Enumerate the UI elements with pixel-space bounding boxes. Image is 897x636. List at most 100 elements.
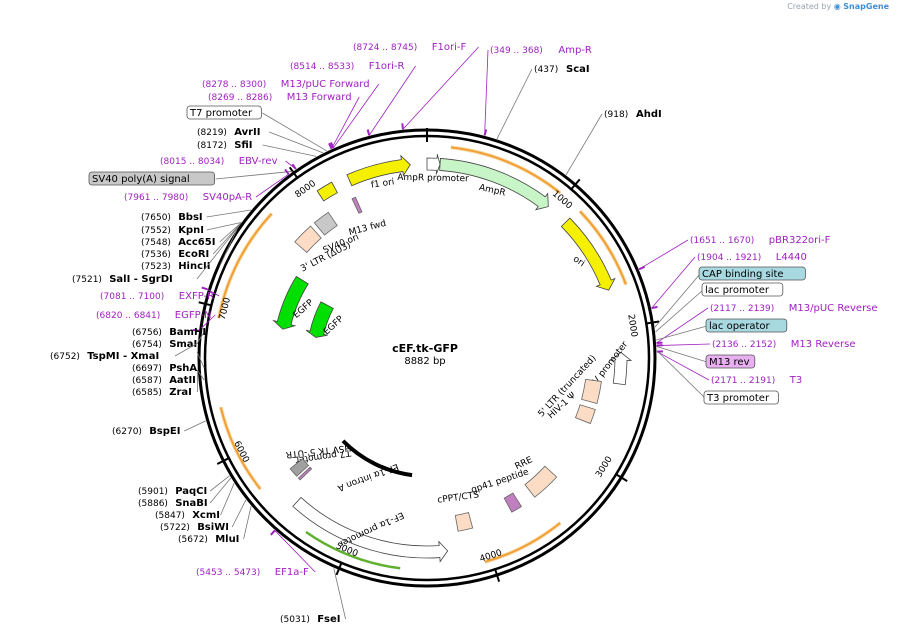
feature-0 bbox=[346, 154, 411, 187]
snapgene-logo: ◉ bbox=[833, 2, 841, 11]
site-range: (7548) bbox=[141, 238, 171, 248]
site-range: (6270) bbox=[112, 427, 142, 437]
site-range: (6820 .. 6841) bbox=[96, 311, 160, 321]
leader-line bbox=[656, 351, 710, 381]
site-range: (5031) bbox=[280, 615, 310, 625]
site-label-t3: T3 bbox=[789, 375, 802, 386]
site-label-sv40pa-r: SV40pA-R bbox=[203, 192, 252, 203]
site-range: (8172) bbox=[197, 141, 227, 151]
feature-label: ori bbox=[571, 254, 586, 269]
site-label-l4440: L4440 bbox=[776, 252, 807, 263]
primer-site-mark bbox=[651, 305, 658, 310]
site-label-scai: ScaI bbox=[566, 64, 590, 75]
tick-mark bbox=[614, 472, 628, 482]
site-label-egfp-n: EGFP-N bbox=[175, 310, 212, 321]
feature-4 bbox=[609, 351, 633, 386]
leader-line bbox=[196, 369, 205, 381]
leader-line bbox=[654, 273, 701, 328]
orange-arc bbox=[579, 210, 627, 285]
green-arc bbox=[305, 530, 401, 570]
leader-line bbox=[262, 112, 328, 152]
label-box bbox=[705, 318, 788, 333]
feature-8 bbox=[503, 492, 523, 513]
site-label-kpni: KpnI bbox=[178, 225, 204, 236]
tick-mark bbox=[335, 561, 343, 576]
feature-label: cPPT/CTS bbox=[437, 490, 480, 505]
credit-brand: SnapGene bbox=[843, 2, 889, 11]
feature-1 bbox=[426, 154, 441, 175]
leader-line bbox=[651, 256, 696, 309]
site-label-m13-rev: M13 rev bbox=[709, 357, 750, 368]
leader-line bbox=[565, 113, 603, 176]
site-label-acc65i: Acc65I bbox=[178, 237, 215, 248]
site-range: (7523) bbox=[141, 262, 171, 272]
tick-label: 7000 bbox=[218, 296, 233, 321]
site-range: (349 .. 368) bbox=[490, 46, 543, 56]
site-label-ahdi: AhdI bbox=[636, 109, 662, 120]
site-range: (8015 .. 8034) bbox=[160, 157, 224, 167]
site-range: (8219) bbox=[197, 128, 227, 138]
site-label-bsiwi: BsiWI bbox=[197, 522, 229, 533]
site-range: (7536) bbox=[141, 250, 171, 260]
site-range: (6587) bbox=[132, 376, 162, 386]
site-label-pshai: PshAI bbox=[169, 363, 201, 374]
site-range: (6756) bbox=[132, 328, 162, 338]
site-range: (2136 .. 2152) bbox=[712, 340, 776, 350]
leader-line bbox=[174, 342, 198, 357]
leader-line bbox=[368, 65, 416, 136]
site-range: (918) bbox=[604, 110, 628, 120]
tick-label: 4000 bbox=[479, 548, 504, 565]
leader-line bbox=[331, 96, 360, 149]
site-label-fsei: FseI bbox=[317, 614, 340, 625]
leader-line bbox=[484, 49, 489, 136]
site-range: (7650) bbox=[141, 213, 171, 223]
leader-line bbox=[655, 289, 704, 333]
tick-label: 8000 bbox=[294, 179, 319, 201]
site-label-lac-promoter: lac promoter bbox=[705, 285, 770, 296]
primer-site-mark bbox=[401, 123, 404, 130]
leader-line bbox=[496, 68, 533, 140]
leader-line bbox=[656, 350, 706, 399]
site-label-sali-sgrdi: SalI - SgrDI bbox=[109, 274, 173, 285]
site-label-m13-fwd: M13 Forward bbox=[287, 92, 352, 103]
site-range: (8724 .. 8745) bbox=[353, 43, 417, 53]
feature-10 bbox=[292, 496, 449, 563]
feature-15 bbox=[272, 275, 309, 330]
primer-site-mark bbox=[483, 129, 488, 136]
tick-mark bbox=[216, 456, 231, 465]
leader-line bbox=[196, 352, 205, 369]
site-label-cap-site: CAP binding site bbox=[702, 269, 784, 280]
site-range: (1904 .. 1921) bbox=[697, 253, 761, 263]
leader-line bbox=[215, 170, 293, 180]
label-box bbox=[705, 354, 756, 369]
site-range: (5886) bbox=[138, 499, 168, 509]
site-range: (1651 .. 1670) bbox=[690, 236, 754, 246]
primer-site-mark bbox=[201, 286, 208, 291]
leader-line bbox=[333, 568, 346, 620]
orange-arc bbox=[450, 146, 561, 194]
site-label-t7-promoter-top: T7 promoter bbox=[189, 108, 253, 119]
site-range: (437) bbox=[534, 65, 558, 75]
site-label-m13-puc-fwd: M13/pUC Forward bbox=[281, 79, 370, 90]
leader-line bbox=[255, 173, 289, 198]
site-label-tspmi-xmai: TspMI - XmaI bbox=[87, 351, 159, 362]
leader-line bbox=[638, 239, 689, 270]
leader-line bbox=[243, 506, 252, 540]
site-label-exfp-r: EXFP-R bbox=[179, 291, 214, 302]
site-label-bbsi: BbsI bbox=[178, 212, 202, 223]
feature-13 bbox=[289, 458, 310, 477]
primer-site-mark bbox=[291, 163, 297, 170]
leader-line bbox=[206, 222, 242, 231]
tick-mark bbox=[198, 301, 213, 307]
primer-site-mark bbox=[328, 142, 333, 150]
feature-ef1a-intron bbox=[341, 439, 413, 478]
site-label-ecori: EcoRI bbox=[178, 249, 209, 260]
leader-line bbox=[219, 226, 239, 267]
feature-19 bbox=[351, 196, 363, 214]
tick-label: 6000 bbox=[231, 440, 250, 465]
credit-prefix: Created by bbox=[787, 2, 832, 11]
site-labels: (8724 .. 8745)F1ori-F(8514 .. 8533)F1ori… bbox=[50, 42, 878, 625]
feature-label: EF-1α intron A bbox=[335, 461, 399, 493]
site-label-xcmi: XcmI bbox=[192, 510, 220, 521]
